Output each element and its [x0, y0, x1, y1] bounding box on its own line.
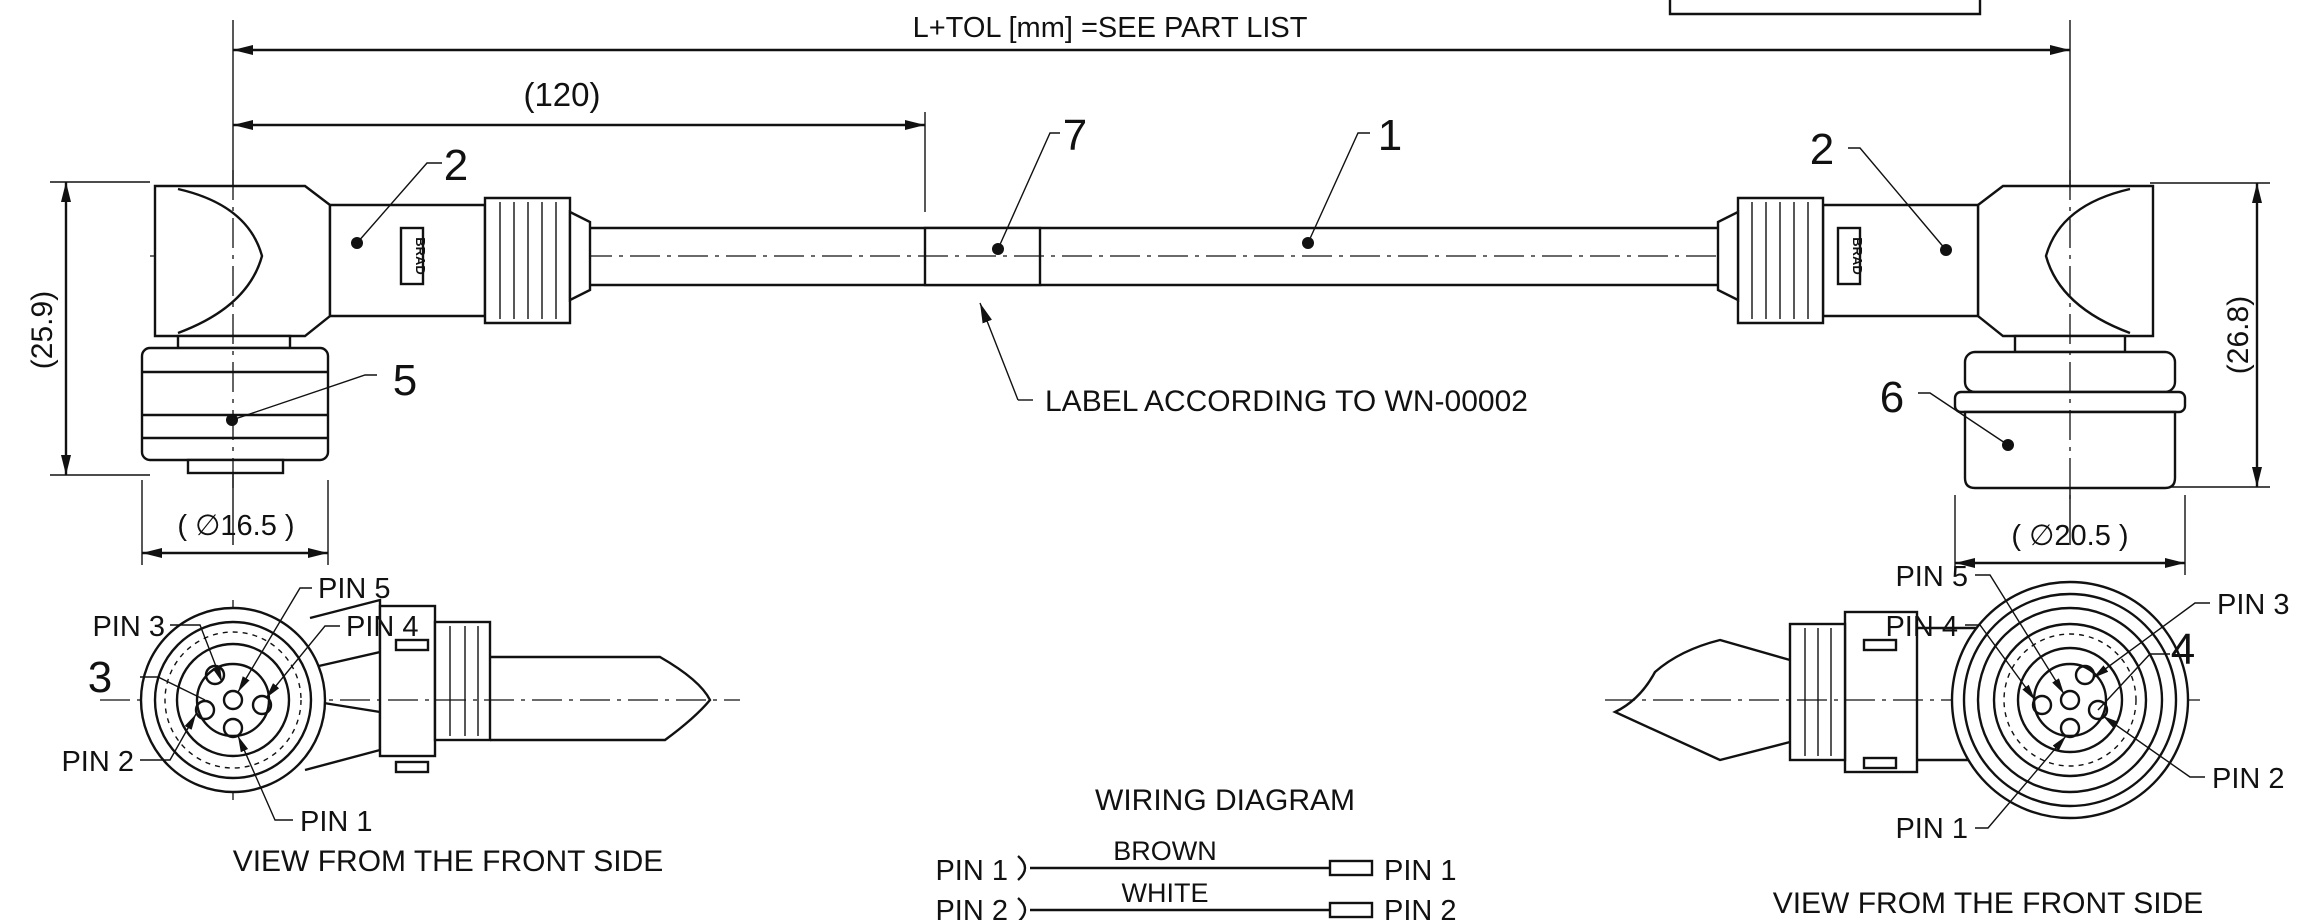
callout-2-right: 2	[1810, 125, 1952, 256]
left-pin-5-label: PIN 5	[318, 573, 391, 605]
right-brand-mark	[1836, 226, 1862, 286]
right-height-dimension: (26.8)	[2150, 182, 2270, 488]
left-brand-text: BRAD	[413, 237, 428, 275]
left-coupling-nut-top	[176, 334, 292, 350]
callout-6: 6	[1880, 373, 2014, 451]
right-brand-text: BRAD	[1850, 237, 1865, 275]
right-pin-2	[2087, 699, 2109, 721]
label-note-text: LABEL ACCORDING TO WN-00002	[1045, 385, 1528, 418]
right-pin-5	[2059, 689, 2081, 711]
title-block-corner	[1668, 0, 1982, 16]
left-face-outer	[139, 606, 327, 794]
left-brand-mark	[399, 226, 425, 286]
left-coupling-nut	[140, 346, 330, 462]
right-pin-4	[2031, 694, 2053, 716]
overall-length-label: L+TOL [mm] =SEE PART LIST	[913, 12, 1308, 44]
wiring-row: PIN 1 BROWN PIN 1	[935, 836, 1456, 887]
balloon-6: 6	[1880, 373, 1904, 422]
right-height-value: (26.8)	[2222, 296, 2255, 374]
balloon-1: 1	[1378, 111, 1402, 160]
left-view-caption: VIEW FROM THE FRONT SIDE	[233, 845, 664, 878]
balloon-5: 5	[393, 356, 417, 405]
balloon-4: 4	[2171, 625, 2195, 674]
left-front-view: PIN 3 PIN 5 PIN 4 PIN 2 PIN 1 3 VIEW FRO…	[61, 573, 740, 878]
balloon-7: 7	[1063, 111, 1087, 160]
balloon-2-left: 2	[444, 141, 468, 190]
left-height-value: (25.9)	[26, 291, 59, 369]
label-position-value: (120)	[523, 76, 600, 113]
balloon-2-right: 2	[1810, 125, 1834, 174]
wiring-row-2-from: PIN 2	[935, 895, 1008, 920]
right-view-caption: VIEW FROM THE FRONT SIDE	[1773, 887, 2204, 920]
label-note-callout: LABEL ACCORDING TO WN-00002	[979, 302, 1528, 418]
right-connector: BRAD	[1716, 170, 2187, 500]
left-pin-2-label: PIN 2	[61, 746, 134, 778]
right-diameter-value: ( ∅20.5 )	[2011, 520, 2128, 552]
left-diameter-dimension: ( ∅16.5 )	[141, 480, 329, 565]
right-pin-1-label: PIN 1	[1895, 813, 1968, 845]
left-height-dimension: (25.9)	[26, 181, 150, 476]
left-head	[153, 184, 332, 338]
right-pin-1	[2059, 717, 2081, 739]
right-pin-4-label: PIN 4	[1885, 611, 1958, 643]
wiring-diagram: WIRING DIAGRAM PIN 1 BROWN PIN 1 PIN 2 W…	[935, 784, 1457, 920]
left-pin-5	[222, 689, 244, 711]
callout-7: 7	[992, 111, 1087, 255]
left-pin-3-label: PIN 3	[92, 611, 165, 643]
overall-length-dimension: L+TOL [mm] =SEE PART LIST	[232, 12, 2071, 545]
right-head	[1976, 184, 2155, 338]
wiring-row-1-socket	[1328, 859, 1374, 877]
right-front-view: PIN 5 PIN 4 PIN 3 PIN 2 PIN 1 4 VIEW FRO…	[1605, 561, 2290, 920]
left-pin-2	[194, 699, 216, 721]
left-connector: BRAD	[140, 170, 592, 490]
label-position-dimension: (120)	[233, 76, 926, 212]
wiring-row-1-color: BROWN	[1113, 836, 1217, 866]
left-pin-4-label: PIN 4	[346, 611, 419, 643]
right-pin-2-label: PIN 2	[2212, 763, 2285, 795]
wiring-row-1-from: PIN 1	[935, 855, 1008, 887]
left-pin-4	[251, 694, 273, 716]
callout-2-left: 2	[351, 141, 468, 249]
wiring-row-2-to: PIN 2	[1384, 895, 1457, 920]
wiring-row-1-to: PIN 1	[1384, 855, 1457, 887]
left-diameter-value: ( ∅16.5 )	[177, 510, 294, 542]
right-face-outer	[1950, 580, 2190, 820]
wiring-title: WIRING DIAGRAM	[1095, 784, 1355, 817]
left-pin-1	[222, 717, 244, 739]
wiring-row: PIN 2 WHITE PIN 2	[935, 878, 1457, 920]
right-diameter-dimension: ( ∅20.5 )	[1954, 495, 2186, 575]
callout-1: 1	[1302, 111, 1402, 249]
right-pin-3-label: PIN 3	[2217, 589, 2290, 621]
wiring-row-2-socket	[1328, 901, 1374, 919]
left-pin-1-label: PIN 1	[300, 806, 373, 838]
balloon-3: 3	[88, 653, 112, 702]
callout-5: 5	[226, 356, 417, 426]
right-pin-5-label: PIN 5	[1895, 561, 1968, 593]
wiring-row-2-color: WHITE	[1122, 878, 1209, 908]
